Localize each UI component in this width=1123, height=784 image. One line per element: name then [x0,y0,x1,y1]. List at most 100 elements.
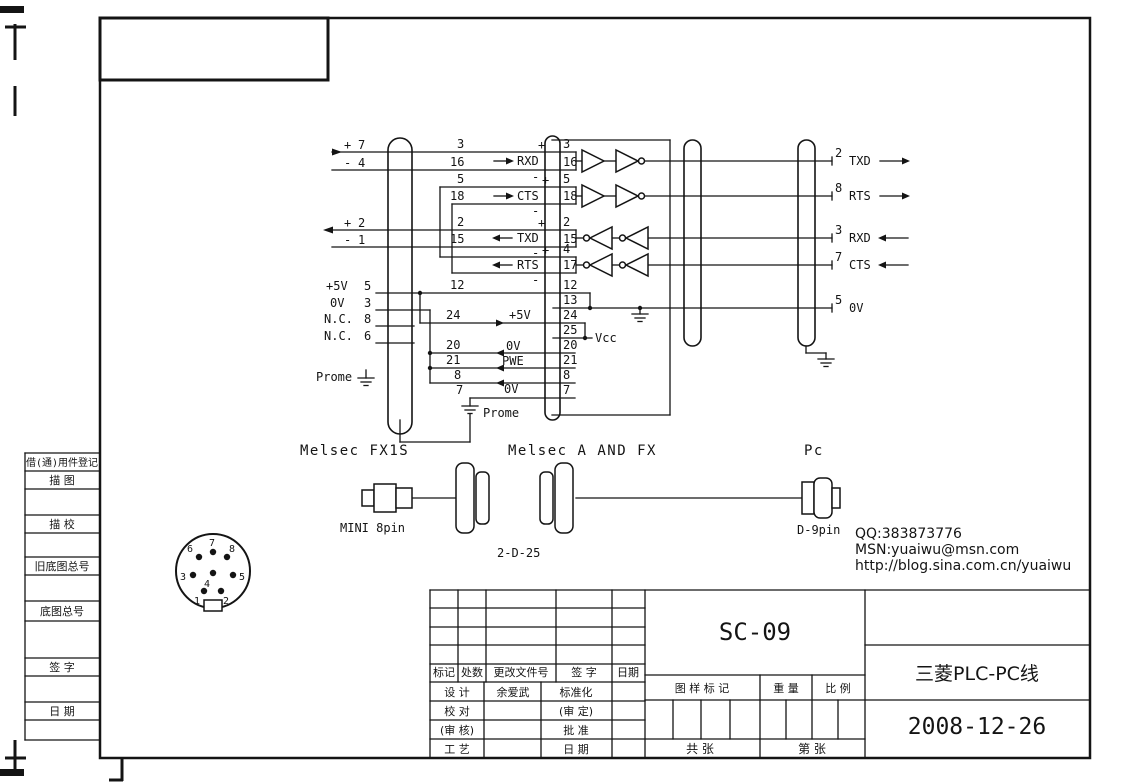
plc-pin4: 4 [358,156,365,170]
plc-pin1: 1 [358,233,365,247]
tb-weight-label: 重 量 [773,681,799,695]
tb-header-date: 日期 [617,666,639,679]
conv-0v-a: 0V [506,339,520,353]
wire-5: 5 [457,172,464,186]
d25-pin-25: 25 [563,323,577,337]
ground-symbols [357,307,835,415]
plc-pin5: 5 [364,279,371,293]
face-pin-7: 7 [209,538,215,549]
contact-blog: http://blog.sina.com.cn/yuaiwu [855,558,1071,574]
d25-pin-7: 7 [563,383,570,397]
wire-16: 16 [450,155,464,169]
sidebar-label-date: 日 期 [49,705,75,718]
wire-3: 3 [457,137,464,151]
d9-pin-8: 8 [835,181,842,195]
plc-minus-a: - [344,156,351,170]
cable-assembly: MINI 8pin 2-D-25 D-9pin [340,462,841,560]
conv-rxd: RXD [517,154,539,168]
wire-12: 12 [450,278,464,292]
contact-qq: QQ:383873776 [855,526,962,542]
d9-txd: TXD [849,154,871,168]
cable-shield-right [797,139,816,347]
sidebar-label-old-no: 旧底图总号 [35,559,90,573]
sidebar-label-sign: 签 字 [49,660,75,674]
conv-txd: TXD [517,231,539,245]
sidebar-label-check: 描 校 [49,517,75,531]
plc-plus-a: + [344,138,351,152]
plc-plus-b: + [344,216,351,230]
plc-minus-b: - [344,233,351,247]
d9-0v: 0V [849,301,863,315]
tb-scale-label: 比 例 [825,681,851,695]
tb-date-label: 日 期 [563,743,589,756]
conv-rxd-plus: + [538,138,545,152]
cable-shield-left [683,139,702,347]
d25-pin-18: 18 [563,189,577,203]
d9-pin-2: 2 [835,146,842,160]
d25-pin-21: 21 [563,353,577,367]
d25-pin-4: 4 [563,242,570,256]
d25-pin-12: 12 [563,278,577,292]
signal-arrows [323,148,910,387]
tb-craft: 工 艺 [444,743,470,756]
section-label-pc: Pc [804,443,824,459]
d9-plug [801,481,815,515]
d25-pin-13: 13 [563,293,577,307]
sidebar-label-base-no: 底图总号 [40,604,84,618]
face-pin-3: 3 [180,572,186,583]
face-pin-2: 2 [223,596,229,607]
conv-rts-plus: + [542,243,549,257]
plc-0v-label: 0V [330,296,344,310]
face-pin-6: 6 [187,544,193,555]
conv-rts-minus: - [532,273,539,287]
d9-pin-5: 5 [835,293,842,307]
sidebar-label-trace: 描 图 [49,473,75,487]
conv-rts: RTS [517,258,539,272]
conv-0v-b: 0V [504,382,518,396]
contact-info: QQ:383873776 MSN:yuaiwu@msn.com http://b… [855,526,1071,574]
face-pin-1: 1 [194,596,200,607]
tb-designer-name: 余爱武 [497,685,530,699]
tb-standard: 标准化 [560,685,593,699]
d25-hood-right [539,471,554,525]
plc-pin6: 6 [364,329,371,343]
tb-header-doc: 更改文件号 [494,665,549,679]
sidebar-table: 借(通)用件登记 描 图 描 校 旧底图总号 底图总号 签 字 日 期 [24,452,101,741]
plc-nc-b: N.C. [324,329,353,343]
wire-24: 24 [446,308,460,322]
d9-pin-7: 7 [835,250,842,264]
ground-icon [805,345,835,368]
tb-check: 校 对 [444,704,470,718]
sheet-frame [98,16,1092,760]
plc-pin2: 2 [358,216,365,230]
schematic-wires [331,139,833,443]
d9-rxd: RXD [849,231,871,245]
d25-hood-left [455,462,475,534]
ground-icon [357,369,375,387]
line-drivers [581,148,649,278]
plc-pin8: 8 [364,312,371,326]
prome-label-bottom: Prome [483,406,519,420]
conv-txd-minus: - [532,246,539,260]
conv-pwe: PWE [502,354,524,368]
conv-vcc: Vcc [595,331,617,345]
tb-date: 2008-12-26 [908,714,1046,740]
d25-pin-17: 17 [563,258,577,272]
tb-sheet-number: 第 张 [798,742,826,756]
d25-pin-16: 16 [563,155,577,169]
wire-8: 8 [454,368,461,382]
wire-20: 20 [446,338,460,352]
d25-connector-body [544,135,561,421]
minidin-face: 6 7 8 3 4 5 1 2 [175,533,251,612]
schematic-labels: + 7 - 4 + 2 - 1 +5V 5 0V 3 N.C. 8 N.C. 6… [300,137,871,459]
tb-header-count: 处数 [461,666,483,679]
junction-dots [417,290,643,371]
face-pin-8: 8 [229,544,235,555]
plc-nc-a: N.C. [324,312,353,326]
plc-pin3: 3 [364,296,371,310]
face-pin-5: 5 [239,572,245,583]
contact-msn: MSN:yuaiwu@msn.com [855,542,1019,558]
d9-cts: CTS [849,258,871,272]
tb-audit: (审 核) [440,723,474,737]
d25-pin-2: 2 [563,215,570,229]
